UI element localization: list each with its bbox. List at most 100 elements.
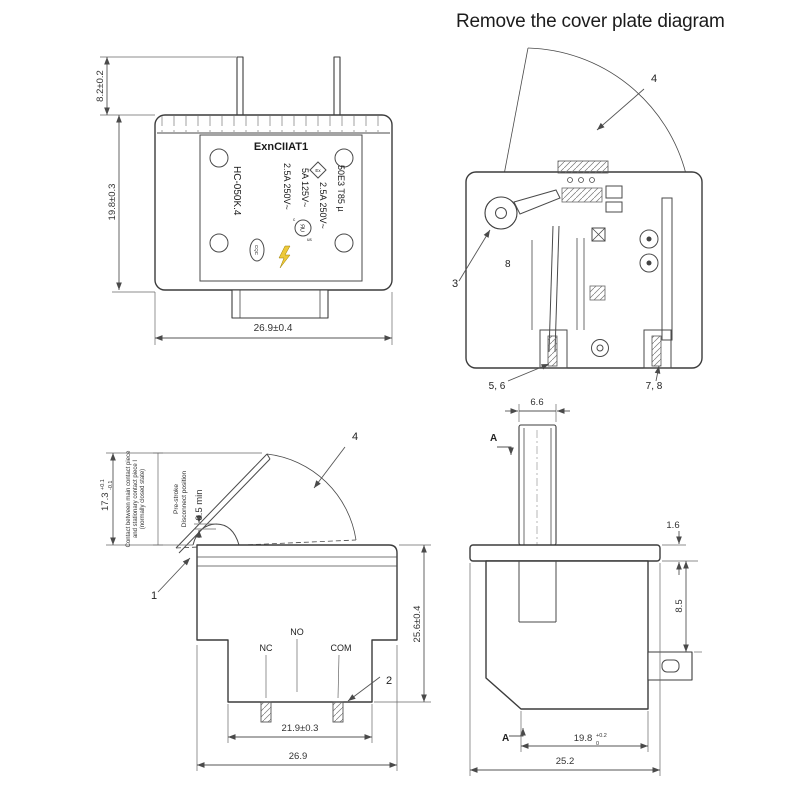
page-title: Remove the cover plate diagram xyxy=(456,11,725,32)
terminal-rivet xyxy=(639,253,659,273)
section-marker-a-top: A xyxy=(490,433,497,444)
callout-2-text: 2 xyxy=(386,675,392,687)
pin-left xyxy=(547,335,558,367)
screw-boss xyxy=(591,339,609,357)
pretravel-min-text: 0.5 min xyxy=(194,489,205,520)
stationary-contact-strip xyxy=(661,197,673,341)
callout-56-text: 5, 6 xyxy=(489,381,506,392)
label-cert-text: ExnCIIAT1 xyxy=(254,141,308,153)
terminal-leader xyxy=(337,654,340,699)
pin-right xyxy=(651,335,662,367)
dim-free-height-tol-plus: +0.1 xyxy=(100,479,106,490)
mounting-bracket xyxy=(557,160,609,174)
front-top-band-ticks xyxy=(158,116,389,132)
callout-3-leader xyxy=(458,229,491,282)
lever-pressed-position-line xyxy=(175,539,357,549)
terminal-nc-label: NC xyxy=(260,643,273,653)
screw-hole xyxy=(334,233,354,253)
dim-body-width-text: 19.8 xyxy=(574,733,593,744)
callout-8-text: 8 xyxy=(505,259,511,270)
dim-body-height-text: 19.8±0.3 xyxy=(107,184,118,221)
front-view: ExnCIIAT1 Ex HC-050K.4 2.5A 250V~ 5A 125… xyxy=(95,56,393,345)
lever-sweep-arc xyxy=(527,47,687,175)
label-rating2-text: 5A 125V~ xyxy=(300,168,310,207)
svg-text:ЯU: ЯU xyxy=(299,224,305,232)
terminal-rivet-center xyxy=(646,260,652,266)
callout-3-text: 3 xyxy=(452,278,458,290)
front-pin-left xyxy=(236,56,244,116)
rivet xyxy=(567,177,573,183)
contact-note-line2: and stationary contact piece I xyxy=(133,460,139,538)
callout-78-leader xyxy=(654,365,661,382)
screw-hole xyxy=(209,148,229,168)
terminal-com-pin xyxy=(332,701,344,723)
label-code-text: 50E3 T85 µ xyxy=(336,165,346,212)
dim-pin-height-text: 8.2±0.2 xyxy=(95,70,106,102)
terminal-rivet-center xyxy=(646,236,652,242)
hatched-block xyxy=(589,285,606,301)
terminal-com-label: COM xyxy=(331,643,352,653)
front-bottom-boss xyxy=(231,289,329,319)
moving-contact-blade xyxy=(548,225,554,353)
terminal-tab-hole xyxy=(661,659,680,673)
contact-block xyxy=(591,227,606,242)
dim-inner-width-text: 21.9±0.3 xyxy=(282,723,319,734)
prestroke-note-group: Pre-stroke Disconnect position xyxy=(173,470,188,527)
actuator-lever xyxy=(513,189,561,215)
lever-tip-cap xyxy=(266,453,271,460)
screw-hole xyxy=(334,148,354,168)
ul-mark-icon xyxy=(294,219,312,237)
dim-outer-width-text: 26.9 xyxy=(289,751,308,762)
side-view: 4 1 NC NO COM 2 17.3 +0.1 -0.1 Contact xyxy=(100,431,431,771)
plunger xyxy=(518,424,557,546)
cover-removed-view: 4 8 3 5, 6 xyxy=(452,47,703,392)
section-marker-a-bottom: A xyxy=(502,733,509,744)
dim-body-width-text: 26.9±0.4 xyxy=(254,323,293,334)
terminal-nc-pin xyxy=(260,701,272,723)
cqc-mark-text: CQC xyxy=(254,245,259,256)
dim-side-depth-text: 8.5 xyxy=(674,599,685,612)
dim-free-height-group: 17.3 +0.1 -0.1 xyxy=(100,479,114,511)
prestroke-note-line1: Pre-stroke xyxy=(173,484,180,514)
lightning-bolt-icon xyxy=(278,245,291,269)
dim-side-height-text: 25.6±0.4 xyxy=(412,606,423,643)
terminal-tab xyxy=(647,651,693,681)
callout-4-leader xyxy=(313,446,346,489)
section-view: 6.6 A 1.6 8.5 A 19.8 +0.2 0 25 xyxy=(469,397,702,776)
dim-flange-width-text: 25.2 xyxy=(556,756,575,767)
label-rating3-text: 2.5A 250V~ xyxy=(318,182,328,229)
callout-4-leader xyxy=(596,88,645,131)
lever-sweep-arc xyxy=(266,453,357,541)
section-body xyxy=(485,560,649,710)
terminal-no-label: NO xyxy=(290,627,304,637)
flange xyxy=(469,544,661,562)
dim-plunger-text: 6.6 xyxy=(530,397,543,408)
ul-c-text: c xyxy=(293,217,296,222)
front-pin-right xyxy=(333,56,341,116)
roller xyxy=(484,196,518,230)
coil-spring xyxy=(561,187,603,203)
rivet xyxy=(589,177,595,183)
moving-contact-blade xyxy=(554,225,560,353)
contact-note-line1: Contact between main contact piece xyxy=(126,450,132,547)
contact-block xyxy=(605,185,623,199)
section-marker-arrow-bottom xyxy=(509,728,526,737)
pin-slot-left xyxy=(539,329,568,369)
contact-block-cross xyxy=(591,227,606,242)
contact-note-group: Contact between main contact piece and s… xyxy=(126,450,146,547)
ex-diamond-icon xyxy=(309,161,327,179)
ul-us-text: us xyxy=(307,237,313,242)
callout-1-text: 1 xyxy=(151,590,157,602)
screw-boss-center xyxy=(596,344,604,352)
callout-1-leader xyxy=(157,557,191,593)
screw-hole xyxy=(209,233,229,253)
dim-free-height-tol-minus: -0.1 xyxy=(108,481,114,490)
ex-mark-text: Ex xyxy=(315,168,321,173)
lever-dome xyxy=(192,523,240,546)
rivet xyxy=(578,177,584,183)
contact-block xyxy=(605,201,623,213)
side-body xyxy=(196,544,398,703)
callout-2-leader xyxy=(347,676,381,702)
dim-body-width-tol-minus: 0 xyxy=(596,741,599,747)
